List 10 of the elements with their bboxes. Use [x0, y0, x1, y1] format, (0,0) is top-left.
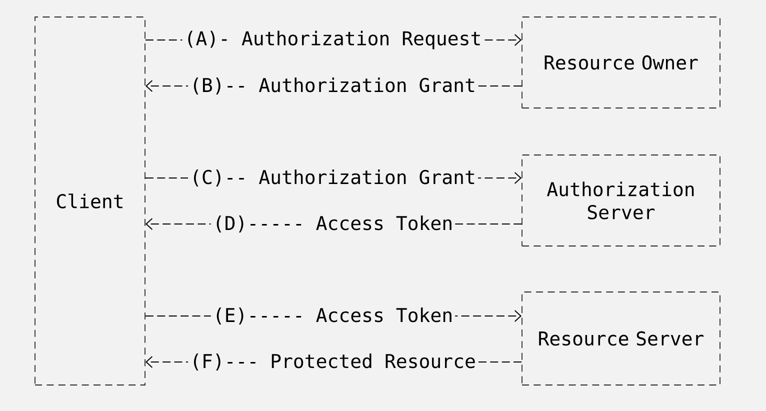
box: Resource Owner: [522, 16, 720, 108]
edge-label: (F)--- Protected Resource: [188, 352, 478, 372]
edge-label: (D)----- Access Token: [210, 214, 456, 234]
box: Client: [34, 16, 146, 386]
edge-label: (C)-- Authorization Grant: [188, 168, 478, 188]
edge-label: (B)-- Authorization Grant: [188, 76, 478, 96]
edge-label: (E)----- Access Token: [210, 306, 456, 326]
box: Authorization Server: [522, 154, 720, 246]
edge-label: (A)- Authorization Request: [182, 28, 484, 52]
box: Resource Server: [522, 292, 720, 386]
